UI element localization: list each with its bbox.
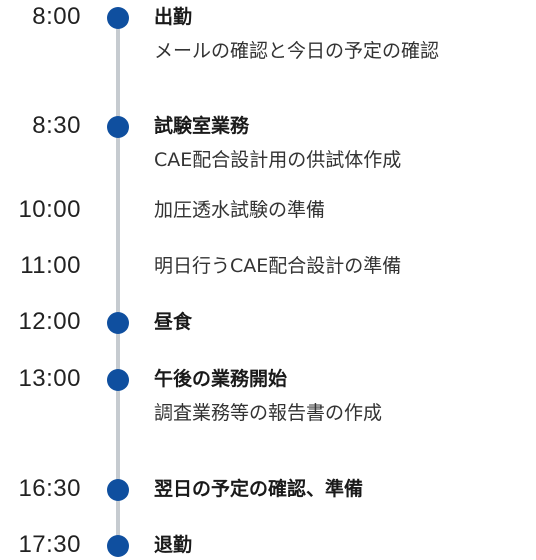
entry-description: 明日行うCAE配合設計の準備 (154, 255, 402, 277)
time-label: 13:00 (18, 365, 81, 392)
time-label: 8:30 (32, 112, 81, 139)
entry-description: メールの確認と今日の予定の確認 (154, 40, 440, 62)
entry-title: 午後の業務開始 (154, 368, 288, 390)
time-label: 17:30 (18, 531, 81, 558)
timeline-dot (107, 116, 129, 138)
timeline-line (116, 14, 120, 546)
entry-title: 出勤 (154, 6, 193, 28)
entry-title: 退勤 (154, 534, 193, 556)
entry-title: 翌日の予定の確認、準備 (154, 478, 364, 500)
time-label: 10:00 (18, 196, 81, 223)
timeline-dot (107, 479, 129, 501)
timeline-dot (107, 369, 129, 391)
time-label: 8:00 (32, 3, 81, 30)
time-label: 11:00 (20, 252, 81, 279)
entry-description: 加圧透水試験の準備 (154, 199, 326, 221)
entry-title: 試験室業務 (154, 115, 250, 137)
time-label: 12:00 (18, 308, 81, 335)
entry-description: 調査業務等の報告書の作成 (154, 402, 383, 424)
time-label: 16:30 (18, 475, 81, 502)
timeline-dot (107, 312, 129, 334)
timeline-dot (107, 7, 129, 29)
entry-description: CAE配合設計用の供試体作成 (154, 149, 402, 171)
timeline-dot (107, 535, 129, 557)
entry-title: 昼食 (154, 311, 193, 333)
